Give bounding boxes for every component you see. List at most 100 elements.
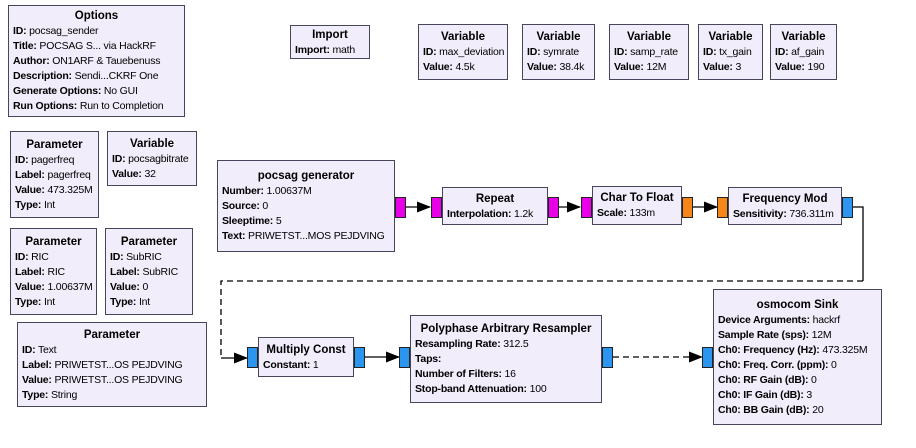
- repeat-in-port[interactable]: [431, 197, 442, 218]
- block-param-line: Constant: 1: [263, 358, 349, 373]
- block-title: Parameter: [26, 138, 83, 151]
- param-value: 100: [529, 383, 547, 395]
- block-param-line: ID: af_gain: [775, 45, 832, 60]
- block-param-line: Source: 0: [222, 199, 390, 214]
- param-label: ID:: [614, 46, 628, 58]
- multiply-const-in-port[interactable]: [247, 347, 258, 368]
- block-title: Variable: [626, 31, 672, 43]
- param-label: Author:: [13, 55, 50, 67]
- param-label: Label:: [15, 168, 45, 181]
- param-value: pocsagbitrate: [128, 152, 189, 165]
- param-label: Value:: [112, 167, 142, 180]
- param-label: Title:: [13, 40, 37, 52]
- connection-freqmod-elbow[interactable]: [853, 206, 864, 281]
- block-param-line: Number of Filters: 16: [415, 367, 597, 382]
- param-label: Type:: [15, 295, 42, 308]
- param-value: PRIWETST...OS PEJDVING: [54, 373, 183, 386]
- osmocom-sink-in-port[interactable]: [702, 347, 713, 368]
- param-label: Scale:: [597, 207, 627, 219]
- param-value: pagerfreq: [47, 168, 91, 181]
- param-label: Ch0: BB Gain (dB):: [718, 403, 810, 416]
- pocsag-generator-out-port[interactable]: [395, 197, 406, 218]
- frequency-mod-out-port[interactable]: [842, 197, 853, 218]
- param-value: 20: [812, 403, 824, 416]
- param-label: Value:: [775, 61, 805, 73]
- param-value: RIC: [31, 250, 49, 263]
- param-value: Int: [43, 295, 56, 308]
- param-value: af_gain: [791, 46, 825, 58]
- param-label: Device Arguments:: [718, 313, 810, 326]
- param-value: 12M: [646, 61, 667, 73]
- param-label: Sleeptime:: [222, 215, 274, 227]
- param-value: 3: [806, 388, 812, 401]
- param-label: Value:: [527, 61, 557, 73]
- frequency-mod-in-port[interactable]: [717, 197, 728, 218]
- block-param-line: Type: Int: [110, 295, 188, 310]
- block-param-line: Value: 4.5k: [423, 60, 503, 75]
- param-value: 3: [735, 61, 742, 73]
- param-value: 0: [811, 373, 817, 386]
- param-label: Resampling Rate:: [415, 338, 501, 350]
- block-title: Parameter: [120, 235, 178, 248]
- block-title: Multiply Const: [266, 343, 346, 356]
- block-param-line: ID: max_deviation: [423, 45, 504, 60]
- param-value: math: [332, 43, 356, 56]
- param-value: PRIWETST...MOS PEJDVING: [248, 230, 385, 242]
- param-label: ID:: [22, 343, 36, 356]
- block-title: Char To Float: [600, 192, 674, 204]
- block-param-line: Author: ON1ARF & Tauebenuss: [13, 54, 180, 69]
- param-label: ID:: [13, 25, 27, 37]
- param-value: 4.5k: [455, 61, 475, 73]
- block-param-line: Label: RIC: [15, 265, 92, 280]
- connection-freqmod-to-multiply-dashed[interactable]: [220, 280, 863, 358]
- param-label: ID:: [15, 153, 29, 166]
- multiply-const-out-port[interactable]: [354, 347, 365, 368]
- block-param-line: Value: 32: [112, 167, 192, 182]
- char-to-float-out-port[interactable]: [682, 197, 693, 218]
- param-label: Number:: [222, 185, 264, 197]
- block-param-line: Resampling Rate: 312.5: [415, 337, 597, 352]
- block-param-line: Sample Rate (sps): 12M: [718, 328, 877, 343]
- param-label: Constant:: [263, 358, 311, 371]
- param-value: 190: [807, 61, 825, 73]
- param-label: Value:: [15, 183, 45, 196]
- block-title: pocsag generator: [257, 170, 355, 182]
- block-param-line: Value: 473.325M: [15, 183, 94, 198]
- param-label: Ch0: IF Gain (dB):: [718, 388, 804, 401]
- polyphase-resampler-out-port[interactable]: [602, 347, 613, 368]
- block-param-line: Value: 1.00637M: [15, 280, 93, 295]
- param-value: samp_rate: [630, 46, 678, 58]
- param-label: Label:: [22, 358, 52, 371]
- polyphase-resampler-in-port[interactable]: [399, 347, 410, 368]
- param-label: Type:: [110, 295, 137, 308]
- repeat-out-port[interactable]: [548, 197, 559, 218]
- char-to-float-in-port[interactable]: [581, 197, 592, 218]
- param-label: Sensitivity:: [733, 207, 787, 220]
- param-label: Value:: [423, 61, 453, 73]
- param-label: Text:: [222, 230, 246, 242]
- param-value: 32: [144, 167, 156, 180]
- block-title: Variable: [129, 137, 175, 150]
- param-label: Number of Filters:: [415, 368, 502, 380]
- block-param-line: Value: PRIWETST...OS PEJDVING: [22, 373, 202, 388]
- block-param-line: ID: pocsagbitrate: [112, 152, 192, 167]
